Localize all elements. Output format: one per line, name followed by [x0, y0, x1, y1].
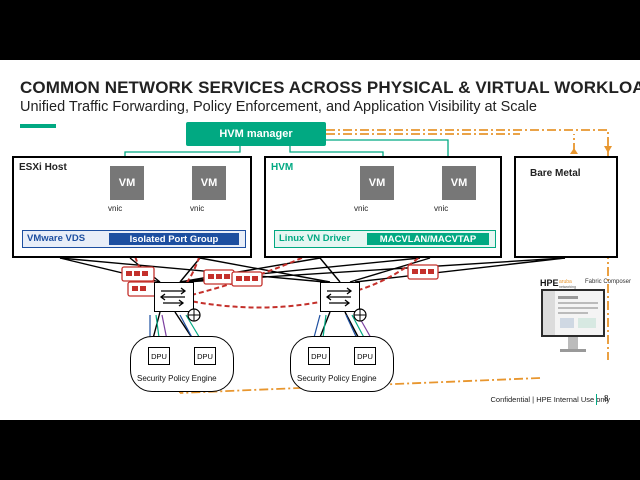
macvlan-macvtap-box: MACVLAN/MACVTAP [367, 233, 489, 245]
confidential-footer: Confidential | HPE Internal Use only [490, 395, 610, 404]
fabric-composer-monitor-icon [541, 289, 605, 352]
slide-title: COMMON NETWORK SERVICES ACROSS PHYSICAL … [20, 78, 640, 97]
policy-globe-icon-right [353, 308, 367, 322]
leaf-switch-right [320, 282, 360, 312]
esxi-host-box: ESXi Host VM VM vnic vnic VMware VDS Iso… [12, 156, 252, 258]
esxi-vm-2: VM [192, 166, 226, 200]
svg-text:HPE: HPE [540, 278, 559, 288]
dpu-right-2: DPU [354, 347, 376, 365]
policy-globe-icon-left [187, 308, 201, 322]
hvm-host-box: HVM VM VM vnic vnic Linux VN Driver MACV… [264, 156, 502, 258]
policy-packet-dots [126, 269, 434, 291]
isolated-port-group: Isolated Port Group [109, 233, 239, 245]
hvm-vnic-1-label: vnic [354, 204, 369, 213]
security-policy-engine-right: DPU DPU Security Policy Engine [290, 336, 394, 392]
dpu-left-2: DPU [194, 347, 216, 365]
switch-arrows-icon [325, 287, 353, 307]
security-policy-engine-label-left: Security Policy Engine [137, 374, 217, 383]
linux-vn-driver-box: Linux VN Driver MACVLAN/MACVTAP [274, 230, 496, 248]
leaf-switch-left [154, 282, 194, 312]
hvm-vnic-2-label: vnic [434, 204, 449, 213]
footer-divider [596, 394, 597, 405]
fabric-composer-label: Fabric Composer [585, 279, 632, 285]
bare-metal-label: Bare Metal [530, 168, 581, 179]
hpe-aruba-logo: HPE aruba networking [540, 278, 576, 289]
hvm-host-label: HVM [271, 162, 294, 173]
vmware-vds-label: VMware VDS [27, 233, 86, 244]
switch-arrows-icon [159, 287, 187, 307]
title-accent-bar [20, 124, 56, 128]
slide: COMMON NETWORK SERVICES ACROSS PHYSICAL … [0, 60, 640, 420]
esxi-host-label: ESXi Host [19, 162, 67, 173]
svg-text:networking: networking [559, 285, 576, 289]
dpu-right-1: DPU [308, 347, 330, 365]
hvm-vm-1: VM [360, 166, 394, 200]
security-policy-engine-label-right: Security Policy Engine [297, 374, 377, 383]
bare-metal-box: Bare Metal [514, 156, 618, 258]
linux-vn-driver-label: Linux VN Driver [279, 233, 351, 244]
dpu-left-1: DPU [148, 347, 170, 365]
svg-text:aruba: aruba [559, 279, 572, 285]
hvm-manager-box: HVM manager [186, 122, 326, 146]
vmware-vds-box: VMware VDS Isolated Port Group [22, 230, 246, 248]
slide-subtitle: Unified Traffic Forwarding, Policy Enfor… [20, 99, 537, 115]
esxi-vnic-1-label: vnic [108, 204, 123, 213]
hvm-vm-2: VM [442, 166, 476, 200]
security-policy-engine-left: DPU DPU Security Policy Engine [130, 336, 234, 392]
page-number: 8 [604, 394, 609, 403]
esxi-vm-1: VM [110, 166, 144, 200]
esxi-vnic-2-label: vnic [190, 204, 205, 213]
